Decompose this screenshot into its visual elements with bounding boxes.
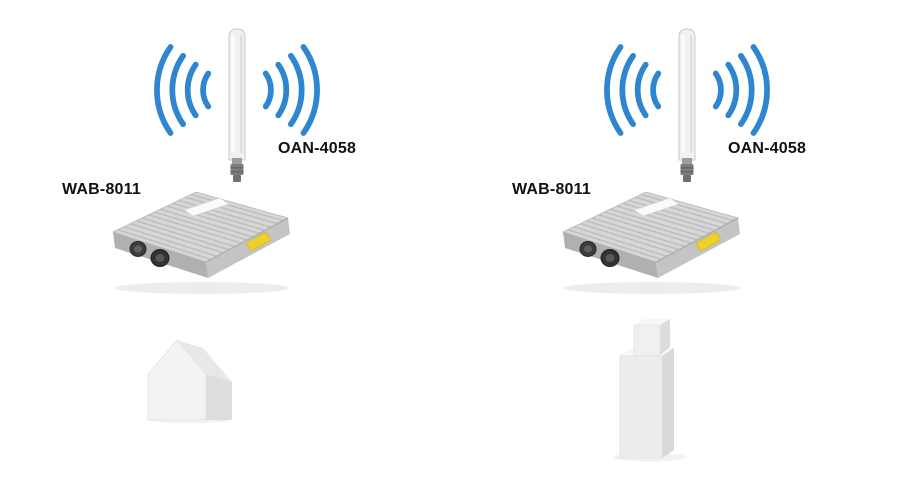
signal-waves-left-icon <box>148 42 214 138</box>
omni-antenna-icon <box>678 28 696 183</box>
signal-waves-left-icon <box>598 42 664 138</box>
antenna-model-label: OAN-4058 <box>728 140 807 157</box>
omni-antenna-icon <box>228 28 246 183</box>
signal-waves-right-icon <box>710 42 776 138</box>
site-node-b: OAN-4058 WAB-8011 <box>450 0 900 482</box>
building-icon <box>613 318 687 462</box>
site-node-a: OAN-4058 WAB-8011 <box>62 28 357 424</box>
access-point-device-icon <box>112 191 291 295</box>
device-model-label: WAB-8011 <box>512 181 591 198</box>
device-model-label: WAB-8011 <box>62 181 141 198</box>
antenna-model-label: OAN-4058 <box>278 140 357 157</box>
signal-waves-right-icon <box>260 42 326 138</box>
house-icon <box>147 339 233 424</box>
access-point-device-icon <box>562 191 741 295</box>
